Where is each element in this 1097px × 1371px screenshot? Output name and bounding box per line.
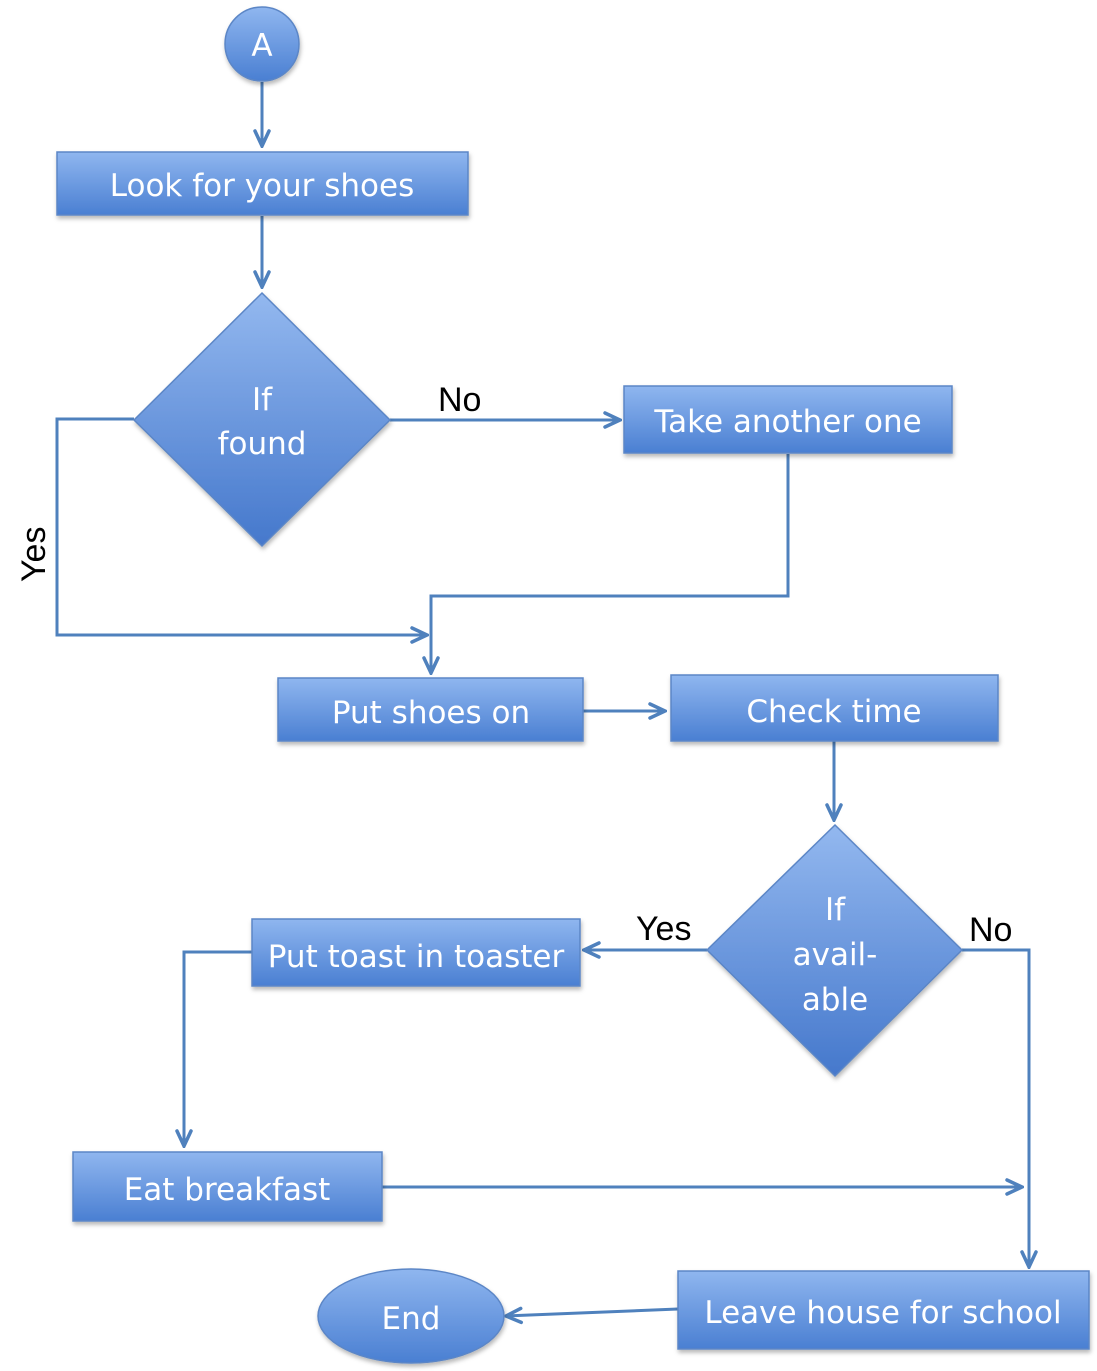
edge-take-another-to-put-shoes	[431, 454, 790, 673]
node-put-toast[interactable]: Put toast in toaster	[251, 918, 581, 987]
edge-label-available-no: No	[969, 911, 1012, 949]
eat-breakfast-label: Eat breakfast	[124, 1172, 331, 1208]
node-eat-breakfast[interactable]: Eat breakfast	[72, 1151, 383, 1222]
check-time-label: Check time	[746, 694, 921, 730]
node-leave-house[interactable]: Leave house for school	[677, 1270, 1090, 1350]
node-check-time[interactable]: Check time	[670, 674, 999, 742]
node-put-shoes-on[interactable]: Put shoes on	[277, 677, 584, 742]
put-toast-label: Put toast in toaster	[268, 939, 565, 975]
look-for-shoes-label: Look for your shoes	[110, 168, 415, 204]
node-if-available[interactable]: If avail- able	[705, 823, 964, 1078]
edge-if-available-no	[962, 948, 1029, 1267]
if-found-label-line-1: If	[252, 382, 273, 418]
edge-label-found-no: No	[438, 381, 481, 419]
node-connector-a[interactable]: A	[224, 6, 300, 82]
edge-label-available-yes: Yes	[636, 910, 691, 948]
if-available-label-line-2: avail-	[793, 937, 878, 973]
put-shoes-on-label: Put shoes on	[332, 695, 530, 731]
edge-put-toast-to-eat-breakfast	[184, 950, 252, 1146]
node-look-for-shoes[interactable]: Look for your shoes	[56, 151, 469, 216]
if-found-label-line-2: found	[218, 426, 307, 462]
end-label: End	[382, 1301, 441, 1337]
leave-house-label: Leave house for school	[704, 1295, 1061, 1331]
node-take-another[interactable]: Take another one	[623, 385, 953, 454]
edge-leave-to-end	[506, 1309, 679, 1316]
if-available-label-line-1: If	[825, 892, 846, 928]
edge-label-found-yes: Yes	[15, 527, 53, 582]
node-end[interactable]: End	[317, 1268, 505, 1364]
if-available-label-line-3: able	[802, 982, 868, 1018]
connectors	[55, 82, 1029, 1316]
take-another-label: Take another one	[653, 404, 921, 440]
edge-if-found-yes	[55, 417, 427, 635]
node-if-found[interactable]: If found	[132, 291, 392, 548]
connector-a-label: A	[251, 28, 272, 64]
